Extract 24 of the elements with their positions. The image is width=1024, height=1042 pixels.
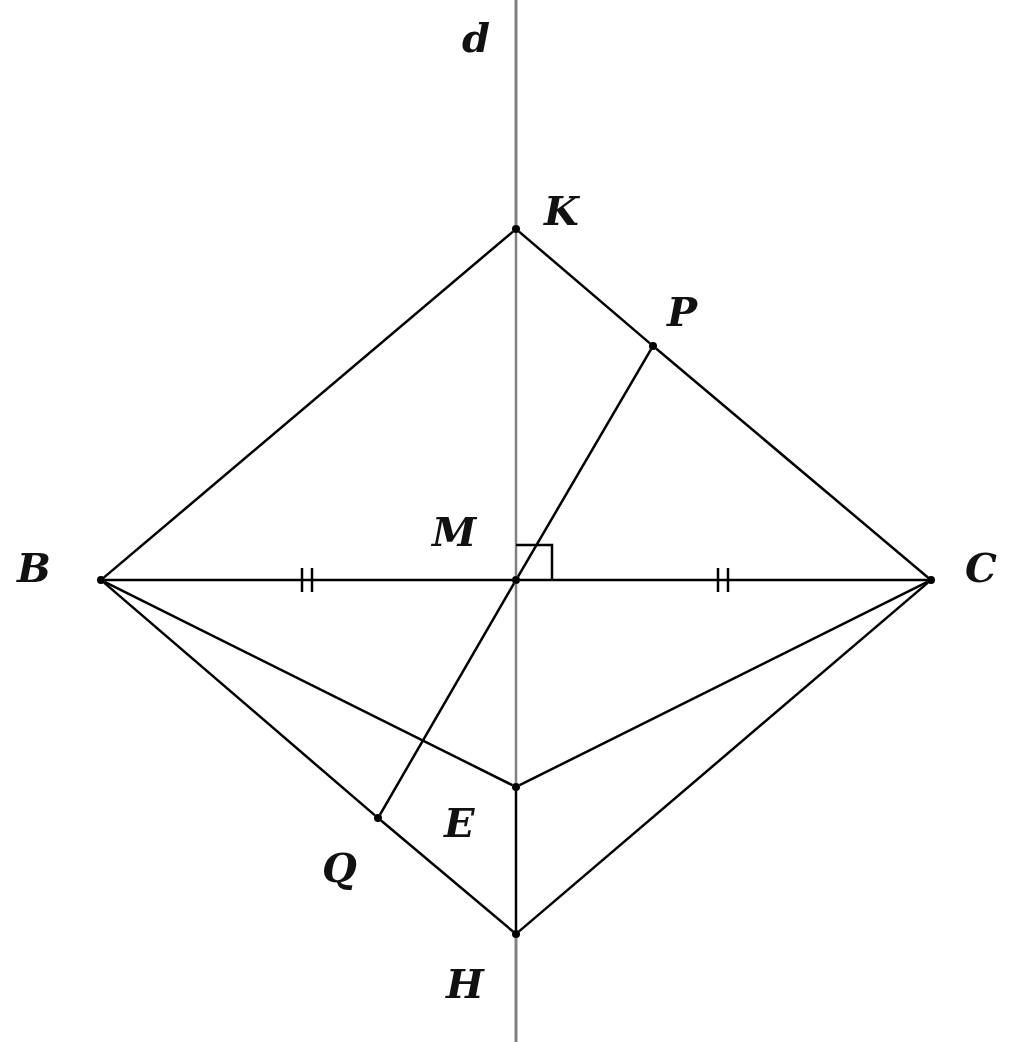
line-segment <box>520 578 927 582</box>
line-segment <box>518 581 929 933</box>
point-label: Q <box>322 846 357 890</box>
line-segment <box>514 584 518 783</box>
point-label: H <box>446 962 484 1006</box>
line-segment <box>103 230 514 579</box>
line-segment <box>519 580 928 787</box>
point-label: B <box>17 546 51 590</box>
line-segment <box>103 581 376 817</box>
point-label: C <box>965 546 997 590</box>
point-label: E <box>444 801 475 845</box>
line-segment <box>518 230 651 345</box>
line-segment <box>514 233 518 576</box>
point-label: P <box>667 290 698 334</box>
point-label: K <box>544 189 579 233</box>
line-label: d <box>462 16 490 60</box>
line-segment <box>380 819 514 933</box>
line-segment <box>105 578 512 582</box>
line-segment <box>514 791 518 930</box>
line-segment <box>655 347 929 579</box>
line-segment <box>378 582 516 816</box>
line-segment <box>516 348 653 578</box>
point-label: M <box>432 510 477 554</box>
line-segment <box>104 580 513 787</box>
